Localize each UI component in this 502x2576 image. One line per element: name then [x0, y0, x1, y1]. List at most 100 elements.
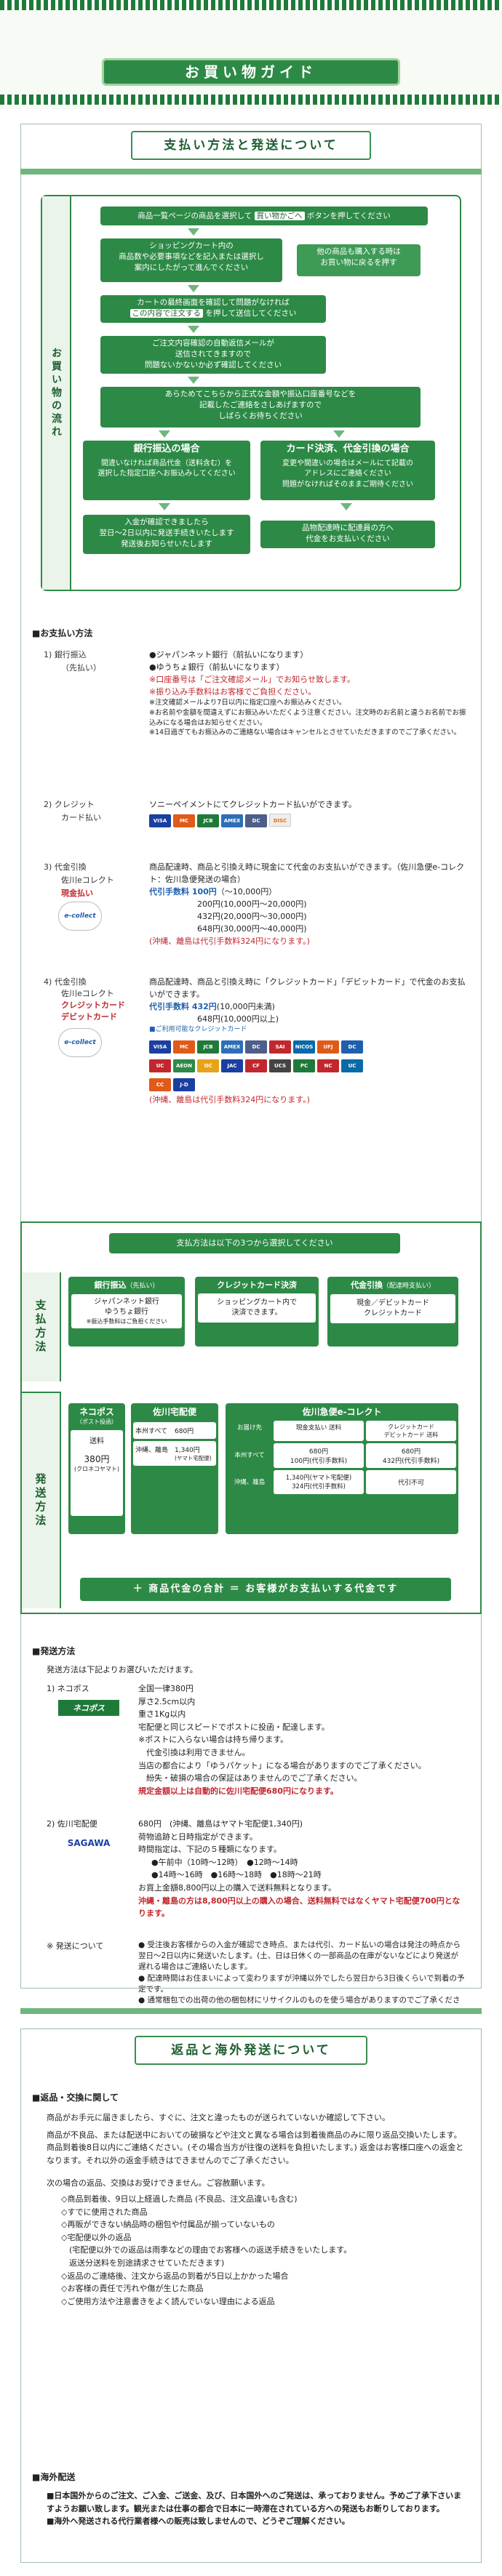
pm-total-banner: ＋ 商品代金の合計 ＝ お客様がお支払いする代金です	[80, 1578, 451, 1601]
add-to-cart-label: 買い物かごへ	[254, 212, 305, 220]
pay-row3-note: (沖縄、離島は代引手数料324円になります。)	[149, 936, 310, 947]
flow-arrow	[333, 430, 345, 438]
pm-bank-in3: ※振込手数料はご負担ください	[86, 1317, 167, 1325]
flow-arrow	[188, 285, 199, 292]
pm-bank: 銀行振込（先払い） ジャパンネット銀行 ゆうちょ銀行 ※振込手数料はご負担くださ…	[68, 1277, 185, 1347]
flow-card-sub: 変更や間違いの場合はメールにて記載の アドレスにご連絡ください 問題がなければそ…	[282, 459, 413, 489]
ship-3-body: ● 受注後お客様からの入金が確認でき時点、または代引、カード払いの場合は発注の時…	[138, 1940, 466, 2018]
pm-cod-head: 代金引換	[350, 1280, 383, 1290]
shopping-guide-title: お買い物ガイド	[102, 58, 400, 86]
cardclub-logo: CC	[149, 1078, 171, 1092]
mastercard-logo: MC	[173, 814, 195, 828]
pm-ecol-table: お届け先 現金支払い 送料 クレジットカード デビットカード 送料 本州すべて …	[228, 1421, 456, 1494]
pm-bank-in1: ジャパンネット銀行	[94, 1297, 159, 1306]
flow-bank-case: 銀行振込の場合 間違いなければ商品代金（送料含む）を 選択した指定口座へお振込み…	[83, 441, 250, 500]
flow-arrow	[159, 430, 170, 438]
pay-row3-text: 商品配達時、商品と引換え時に現金にて代金のお支払いができます。（佐川急便e-コレ…	[149, 862, 465, 885]
returns-body: 商品がお手元に届きましたら、すぐに、注文と違ったものが送られていないか確認して下…	[47, 2111, 469, 2308]
pay-row1-line1: ●ジャパンネット銀行（前払いになります）	[149, 650, 308, 659]
pay-row4-fee-rest: (10,000円未満)	[216, 1002, 275, 1012]
payment-methods-heading: ■お支払い方法	[32, 628, 93, 638]
sagawa-line6: お買上金額8,800円以上の購入で送料無料となります。	[138, 1882, 337, 1893]
returns-p2: 商品が不良品、または配送中においての破損などや注文と異なる場合は到着後商品のみに…	[47, 2130, 464, 2165]
shipping-intro: 発送方法は下記よりお選びいただけます。	[47, 1665, 198, 1674]
neko-red-note: 規定金額以上は自動的に佐川宅配便680円になります。	[138, 1786, 338, 1796]
pm-ecol-c2-text: 現金支払い	[295, 1424, 327, 1432]
banner-stripes-top	[0, 0, 502, 10]
pm-cod-tag: （配達時支払い）	[382, 1283, 435, 1290]
flow-step-confirm: カートの最終画面を確認して問題がなければ この内容で注文する を押して送信してく…	[100, 295, 326, 323]
neko-line5: ※ポストに入らない場合は持ち帰ります。	[138, 1735, 289, 1745]
banner-stripes-bottom	[0, 95, 502, 105]
pay-row1-note2: ※振り込み手数料はお客様でご負担ください。	[149, 687, 316, 697]
pm-bank-head: 銀行振込	[94, 1280, 127, 1290]
ucs-logo: UCS	[269, 1059, 291, 1073]
returns-item: ◇ご使用方法や注意書きをよく読んでいない理由による返品	[61, 2296, 275, 2306]
pay-row4-sub3: デビットカード	[61, 1012, 117, 1022]
pm-sagawa-row2-fee: 1,340円	[175, 1447, 200, 1454]
pay-row1-note1: ※口座番号は「ご注文確認メール」でお知らせ致します。	[149, 675, 355, 685]
pm-ecol-c2: 現金支払い 送料	[274, 1421, 364, 1441]
flow-bank-head: 銀行振込の場合	[133, 444, 200, 454]
flow-side-label: お買い物の流れ	[42, 196, 71, 590]
returns-item: 返送分送料を別途請求させていただきます)	[61, 2258, 225, 2268]
flow-step3a: カートの最終画面を確認して問題がなければ	[137, 298, 290, 307]
pay-row1-title: 1) 銀行振込	[44, 650, 87, 659]
section-title-returns: 返品と海外発送について	[135, 2036, 367, 2065]
returns-item: ◇返品のご連絡後、注文から返品の到着が5日以上かかった場合	[61, 2271, 289, 2281]
pay-row4-sub: 佐川eコレクト	[61, 989, 114, 998]
flow-step1-before: 商品一覧ページの商品を選択して	[138, 212, 252, 220]
flow-arrow	[188, 377, 199, 384]
pay-row1-note5: ※14日過ぎてもお振込みのご連絡ない場合はキャンセルとさせていただきますのでご了…	[149, 729, 461, 737]
section-title-payment: 支払い方法と発送について	[131, 131, 371, 160]
pm-sagawa-row1: 本州すべて 680円	[133, 1422, 216, 1439]
pay-row3-fee3: 432円(20,000円～30,000円)	[197, 912, 307, 922]
sagawa-logo: SAGAWA	[58, 1835, 119, 1851]
pay-row3-sub: 佐川eコレクト	[61, 875, 114, 885]
jcb-logo: JCB	[197, 1040, 219, 1054]
pm-sagawa-row1-label: 本州すべて	[135, 1428, 168, 1435]
flow-arrow	[188, 228, 199, 236]
pm-ecol-r2: 沖縄、離島	[234, 1479, 266, 1486]
pay-row1-body: ●ジャパンネット銀行（前払いになります） ●ゆうちょ銀行（前払いになります） ※…	[149, 649, 469, 738]
pay-row1-line2: ●ゆうちょ銀行（前払いになります）	[149, 662, 284, 673]
pay-row2-text: ソニーペイメントにてクレジットカード払いができます。	[149, 800, 356, 809]
pm-ecol-c3: クレジットカード デビットカード 送料	[366, 1421, 456, 1441]
pocket-logo: PC	[293, 1059, 315, 1073]
pm-card-in1: ショッピングカート内で	[217, 1299, 297, 1307]
pm-ecol-c3-text: クレジットカード デビットカード	[383, 1424, 434, 1438]
returns-section	[20, 2029, 482, 2563]
amex-logo: AMEX	[221, 814, 243, 828]
pay-row3-title: 3) 代金引換	[44, 862, 87, 872]
purchase-flow: お買い物の流れ 商品一覧ページの商品を選択して 買い物かごへ ボタンを押してくだ…	[41, 195, 461, 591]
returns-list: ◇商品到着後、9日以上経過した商品 (不良品、注文品違いも含む) ◇すでに使用さ…	[47, 2193, 469, 2308]
pm-cod-in1: 現金／デビットカード	[356, 1299, 429, 1307]
overseas-body: ■日本国外からのご注文、ご入金、ご送金、及び、日本国外へのご発送は、承っておりま…	[47, 2489, 469, 2528]
confirm-order-label: この内容で注文する	[130, 309, 204, 318]
pm-ecol-r1a-1: 680円	[308, 1448, 329, 1456]
pm-sagawa-head: 佐川宅配便	[152, 1407, 196, 1417]
pm-cod-in2: クレジットカード	[364, 1309, 422, 1317]
sagawa-red-note: 沖縄・離島の方は8,800円以上の購入の場合、送料無料ではなくヤマト宅配便700…	[138, 1895, 461, 1919]
overseas-p1: ■日本国外からのご注文、ご入金、ご送金、及び、日本国外へのご発送は、承っておりま…	[47, 2491, 462, 2513]
flow-step-official-mail: あらためてこちらから正式な金額や振込口座番号などを 記載したご連絡をさしあげます…	[100, 387, 421, 428]
flow-arrow	[159, 503, 170, 510]
pay-row4-sub2: クレジットカード	[61, 1000, 125, 1010]
pm-ecol-r2b: 代引不可	[366, 1470, 456, 1494]
pm-side-payment: 支払方法	[22, 1272, 61, 1381]
nicos2-logo: NC	[317, 1059, 339, 1073]
neko-line1: 全国一律380円	[138, 1684, 194, 1693]
pm-ecol-c3b-text: 送料	[426, 1432, 439, 1438]
pm-card: クレジットカード決済 ショッピングカート内で 決済できます。	[195, 1277, 319, 1347]
pm-sagawa-row2-label: 沖縄、離島	[135, 1447, 169, 1454]
overseas-heading: ■海外配送	[32, 2472, 76, 2482]
pay-row4-body: 商品配達時、商品と引換え時に「クレジットカード」「デビットカード」で代金のお支払…	[149, 976, 469, 1106]
mastercard-logo: MC	[173, 1040, 195, 1054]
pm-neko-fee-label: 送料	[89, 1437, 104, 1445]
pay-row2-sub: カード払い	[61, 813, 101, 822]
